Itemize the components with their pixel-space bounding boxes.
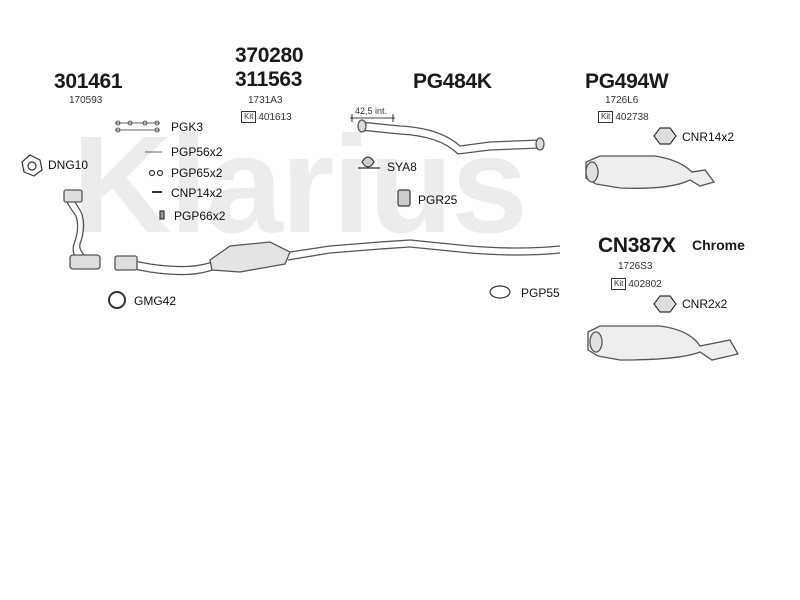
part-number-pg494w[interactable]: PG494W: [585, 70, 669, 93]
fitting-pgk3[interactable]: PGK3: [171, 120, 204, 134]
hanger-icon-cnr14: [653, 127, 677, 145]
fitting-sya8[interactable]: SYA8: [387, 160, 417, 174]
mid-pipe-pg484k: [359, 121, 541, 147]
hanger-icon-cnr2: [653, 295, 677, 313]
gasket-icon-dng10: [21, 154, 43, 177]
watermark-text: Klarius: [72, 108, 526, 262]
fitting-cnp14[interactable]: CNP14x2: [171, 186, 223, 200]
hanger-icon-pgr25: [397, 189, 411, 207]
kit-badge: Kit: [598, 111, 614, 123]
kit-badge: Kit: [241, 111, 257, 123]
gasket-icon-pgp55: [489, 285, 511, 299]
part-number-301461[interactable]: 301461: [54, 70, 123, 93]
kit-number: 401613: [258, 112, 292, 123]
part-sub-1726l6: 1726L6: [605, 95, 639, 106]
hanger-icon-sya8: [358, 156, 380, 169]
rear-silencer-cn387x: [587, 325, 739, 361]
fitting-pgp65[interactable]: PGP65x2: [171, 166, 223, 180]
kit-number: 402802: [628, 279, 662, 290]
rear-silencer-pg494w: [585, 155, 716, 189]
finish-label: Chrome: [692, 237, 745, 253]
fitting-gmg42[interactable]: GMG42: [134, 294, 177, 308]
fitting-cnr14[interactable]: CNR14x2: [682, 130, 735, 144]
fitting-pgp66[interactable]: PGP66x2: [174, 209, 226, 223]
catalytic-converter: [209, 241, 291, 273]
part-number-311563[interactable]: 311563: [235, 68, 303, 91]
nut-icon-pgp65: [148, 169, 164, 177]
fitting-dng10[interactable]: DNG10: [48, 158, 89, 172]
fitting-pgp55[interactable]: PGP55: [521, 286, 560, 300]
dimension-label: 42,5 int.: [355, 106, 388, 116]
part-sub-170593: 170593: [69, 95, 103, 106]
part-number-370280[interactable]: 370280: [235, 44, 304, 67]
kit-badge: Kit: [611, 278, 627, 290]
bolt-icon-pgp66: [159, 210, 165, 220]
clamp-icon-pgk3: [115, 120, 160, 133]
fitting-pgr25[interactable]: PGR25: [418, 193, 458, 207]
part-number-pg484k[interactable]: PG484K: [413, 70, 492, 93]
part-number-cn387x[interactable]: CN387X: [598, 234, 676, 257]
ring-icon-gmg42: [108, 291, 126, 309]
part-sub-1726s3: 1726S3: [618, 261, 653, 272]
front-pipe-flange: [69, 254, 101, 270]
cat-pipe-311563: [117, 257, 213, 268]
fitting-pgp56[interactable]: PGP56x2: [171, 145, 223, 159]
fitting-cnr2[interactable]: CNR2x2: [682, 297, 728, 311]
part-sub-1731a3: 1731A3: [248, 95, 283, 106]
kit-number: 402738: [615, 112, 649, 123]
tail-pipe: [409, 239, 561, 249]
